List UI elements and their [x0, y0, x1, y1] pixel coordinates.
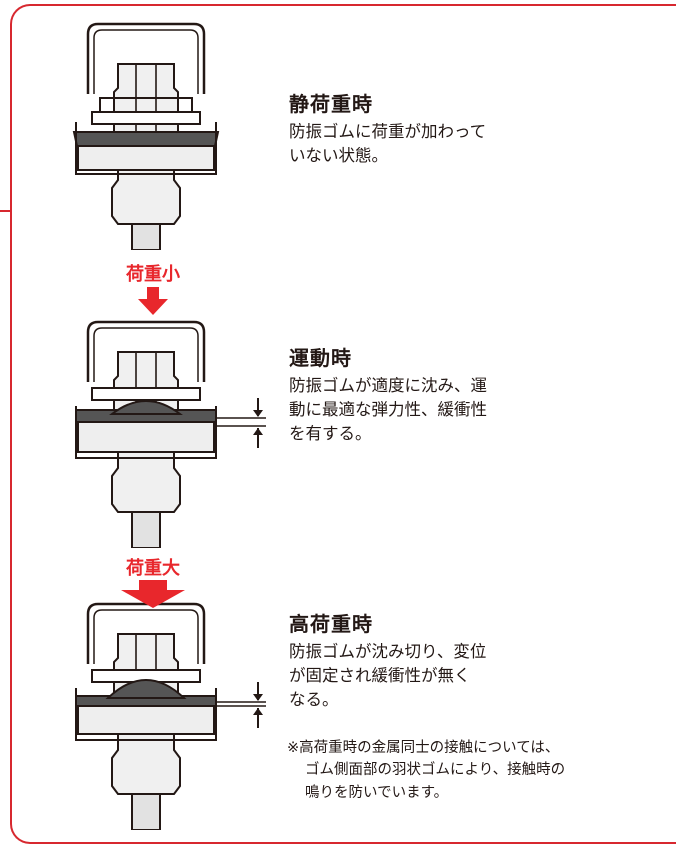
stage-title-static: 静荷重時 [289, 92, 373, 116]
contact-note: ※高荷重時の金属同士の接触については、 ゴム側面部の羽状ゴムにより、接触時の 鳴… [287, 737, 667, 804]
mount-figure-static [72, 22, 220, 250]
description-line: が固定され緩衝性が無く [289, 665, 471, 685]
cup-housing [75, 122, 217, 175]
description-line: いない状態。 [289, 145, 388, 165]
stage-description-static: 防振ゴムに荷重が加わって いない状態。 [289, 120, 564, 168]
arrow-down-large-icon [121, 580, 185, 608]
note-line: 鳴りを防いでいます。 [305, 784, 449, 801]
note-line: ゴム側面部の羽状ゴムにより、接触時の [305, 762, 566, 779]
arrow-down-small-icon [138, 287, 168, 315]
stage-title-moving: 運動時 [289, 346, 352, 370]
top-plate [91, 111, 201, 125]
stage-description-moving: 防振ゴムが適度に沈み、運 動に最適な弾力性、緩衝性 を有する。 [289, 374, 564, 446]
note-line: ※高荷重時の金属同士の接触については、 [287, 740, 560, 756]
description-line: 防振ゴムが沈み切り、変位 [289, 642, 487, 661]
load-label-large: 荷重大 [126, 558, 180, 579]
description-line: 防振ゴムに荷重が加わって [289, 122, 487, 141]
description-line: を有する。 [289, 423, 372, 443]
frame-connector [0, 210, 11, 212]
mount-figure-high-load [75, 602, 266, 830]
description-line: 防振ゴムが適度に沈み、運 [289, 376, 487, 395]
mount-figure-moving [75, 320, 266, 548]
diagram-frame [10, 4, 676, 844]
stage-title-high-load: 高荷重時 [289, 612, 373, 636]
description-line: 動に最適な弾力性、緩衝性 [289, 399, 487, 419]
load-label-small: 荷重小 [126, 264, 180, 285]
hanger-frame [86, 22, 206, 94]
description-line: なる。 [289, 689, 339, 709]
base-plate [77, 145, 215, 171]
stage-description-high-load: 防振ゴムが沈み切り、変位 が固定され緩衝性が無く なる。 [289, 640, 564, 712]
